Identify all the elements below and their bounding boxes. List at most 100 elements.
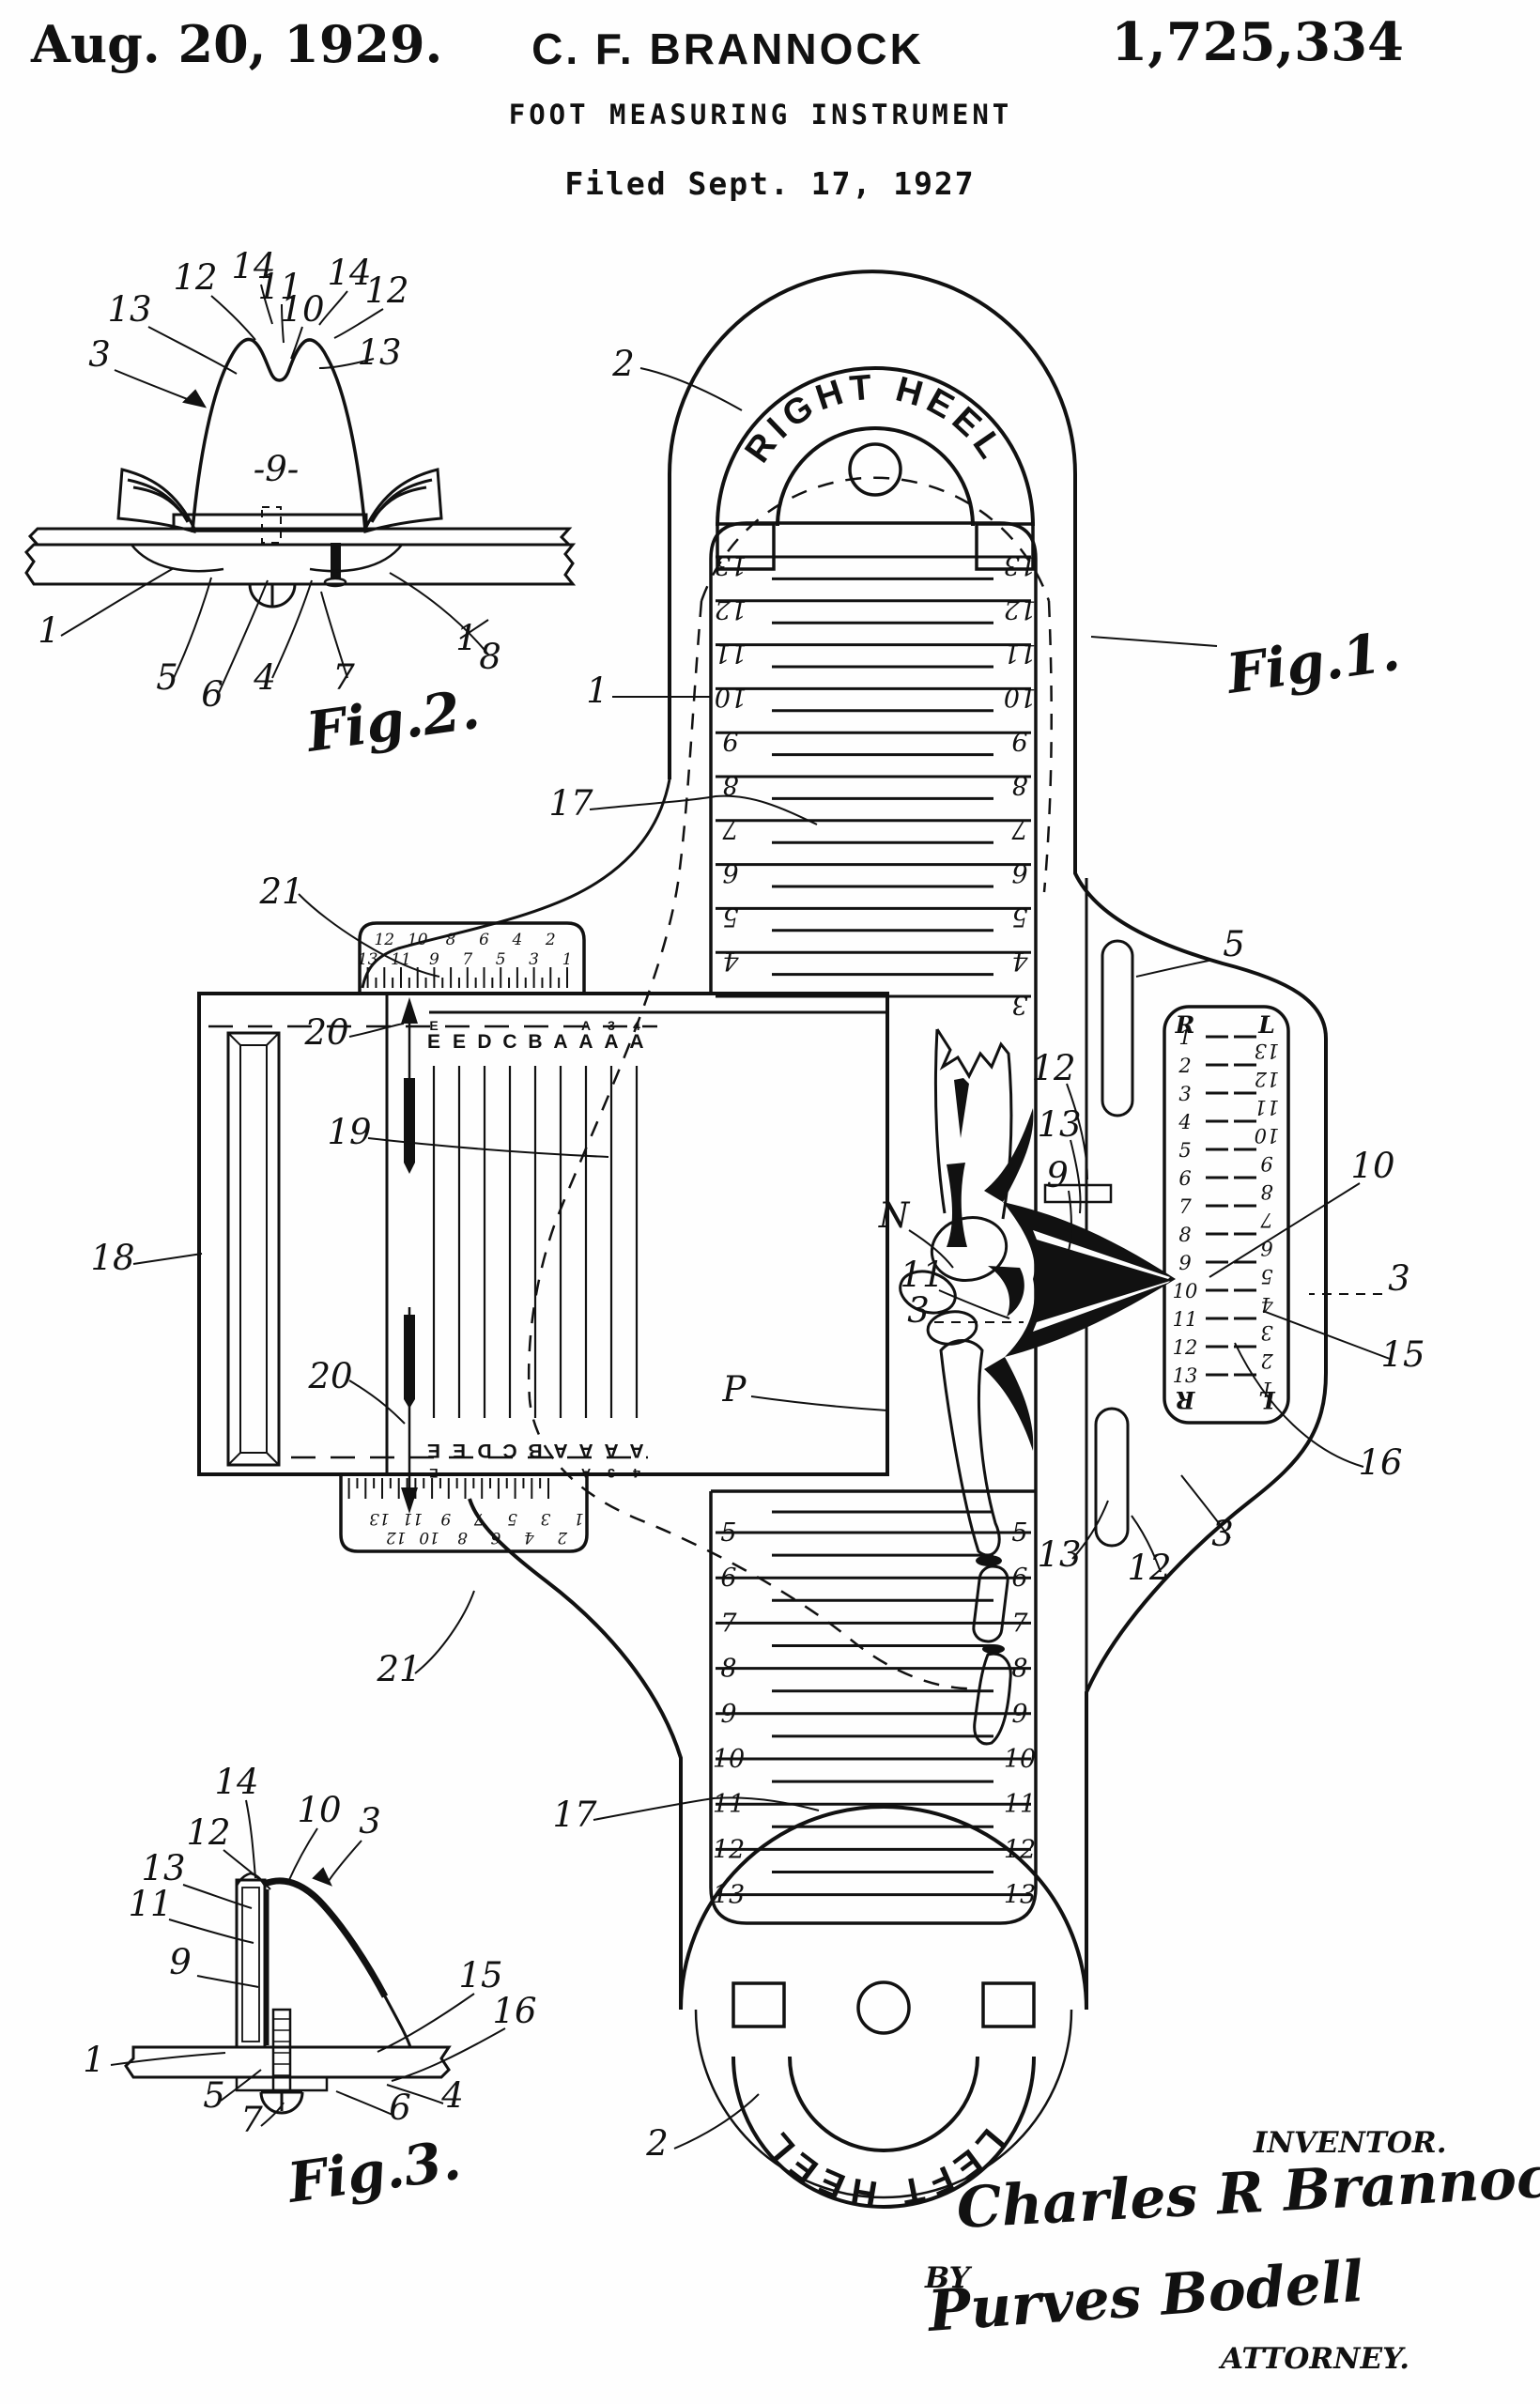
reference-numeral: 1 — [38, 610, 60, 651]
patent-inventor-name: C. F. BRANNOCK — [531, 24, 924, 73]
size-number: 11 — [713, 1790, 745, 1819]
guide-pin — [331, 543, 341, 578]
reference-numeral: 2 — [611, 344, 635, 384]
width-letter: D — [477, 1440, 491, 1461]
rl-number: 1 — [1178, 1026, 1191, 1049]
width-letter-sup: E — [429, 1466, 438, 1481]
rl-number: 4 — [1178, 1111, 1191, 1133]
rl-number: 7 — [1260, 1209, 1273, 1231]
joint-shading — [988, 1266, 1024, 1317]
slider-plate-section — [172, 513, 368, 531]
rl-number: 8 — [1260, 1180, 1272, 1203]
center-channel-dashed — [261, 506, 282, 544]
attorney-signature: Purves Bodell — [924, 2249, 1365, 2345]
ruler-number: 9 — [440, 1509, 451, 1528]
reference-numeral: 13 — [141, 1848, 185, 1888]
reference-numeral: 3 — [1211, 1514, 1234, 1554]
pointer-finger-upper — [984, 1108, 1034, 1202]
screw-threads — [273, 2018, 290, 2076]
width-column-lines — [432, 1066, 639, 1418]
ruler-band — [358, 921, 586, 994]
size-number: 10 — [1004, 1745, 1036, 1774]
rl-number: 12 — [1255, 1068, 1280, 1090]
ruler-number: 12 — [374, 931, 394, 949]
reference-numeral: 17 — [548, 783, 593, 824]
fig3-label: Fig.3. — [283, 2128, 465, 2215]
right-heel-label: RIGHT HEEL — [737, 367, 1012, 470]
reference-numeral: 11 — [900, 1255, 944, 1295]
width-letter: D — [477, 1031, 491, 1053]
rl-number: 9 — [1260, 1152, 1272, 1175]
reference-numeral: 13 — [107, 289, 151, 330]
ruler-number: 13 — [369, 1509, 390, 1528]
width-letter-sup: E — [429, 1018, 438, 1033]
reference-numeral: 11 — [257, 267, 301, 307]
size-number: 8 — [722, 770, 738, 799]
guide-pin-foot — [323, 577, 347, 588]
reference-numeral: 16 — [492, 1991, 536, 2031]
size-number: 10 — [1004, 682, 1036, 711]
reference-numeral: 14 — [214, 1762, 258, 1802]
width-letter-sup: 4 — [633, 1466, 640, 1481]
size-number: 12 — [1004, 1835, 1036, 1864]
reference-numeral: 12 — [1031, 1048, 1075, 1088]
reference-numeral: 6 — [201, 674, 223, 715]
ruler-number: 8 — [446, 931, 456, 949]
scale-panel-border — [709, 521, 1038, 1491]
ruler-number: 2 — [557, 1528, 568, 1547]
device-outline — [468, 270, 1328, 2011]
reference-numeral: 12 — [173, 257, 217, 298]
width-letter: A — [553, 1031, 567, 1053]
rl-number: 8 — [1178, 1224, 1191, 1246]
ruler-number: 12 — [386, 1528, 407, 1547]
size-number: 6 — [1011, 858, 1027, 887]
width-letter: A — [629, 1031, 643, 1053]
patent-number: 1,725,334 — [1111, 11, 1404, 73]
reference-numeral: 14 — [231, 246, 275, 286]
width-letter: C — [502, 1031, 516, 1053]
ruler-number: 1 — [574, 1509, 584, 1528]
fig1-leader-lines — [132, 367, 1391, 2150]
rl-number: 5 — [1178, 1139, 1191, 1162]
reference-numeral: 3 — [88, 334, 111, 375]
reference-numeral: 10 — [297, 1790, 341, 1830]
reference-numeral: 5 — [156, 657, 178, 698]
reference-numeral: 3 — [1388, 1258, 1410, 1299]
size-number: 4 — [722, 946, 739, 975]
size-number: 5 — [1011, 1518, 1027, 1548]
reference-numeral: 7 — [240, 2100, 263, 2140]
rl-header: L — [1257, 1011, 1275, 1039]
reference-numeral: 13 — [1037, 1104, 1081, 1145]
screw-shaft — [271, 2008, 292, 2092]
ruler-number: 13 — [358, 950, 378, 969]
slider-handle-bevels — [227, 1032, 280, 1466]
width-letter-sup: A — [581, 1018, 591, 1033]
width-letter: E — [453, 1440, 466, 1461]
attorney-caption: ATTORNEY. — [1218, 2342, 1409, 2376]
ruler-number: 1 — [562, 950, 573, 969]
slider-handle-outer — [226, 1031, 281, 1467]
fig2-label: Fig.2. — [301, 677, 484, 764]
size-number: 9 — [1011, 1700, 1027, 1729]
ruler-number: 11 — [391, 950, 411, 969]
size-number: 6 — [720, 1564, 736, 1593]
ruler-number: 9 — [429, 950, 439, 969]
reference-numeral: 17 — [552, 1795, 597, 1835]
pointer-mound-section — [191, 337, 367, 532]
rl-number: 3 — [1260, 1321, 1272, 1344]
size-number: 12 — [715, 594, 747, 624]
size-number: 11 — [1004, 1790, 1036, 1819]
size-number: 13 — [713, 1881, 745, 1910]
